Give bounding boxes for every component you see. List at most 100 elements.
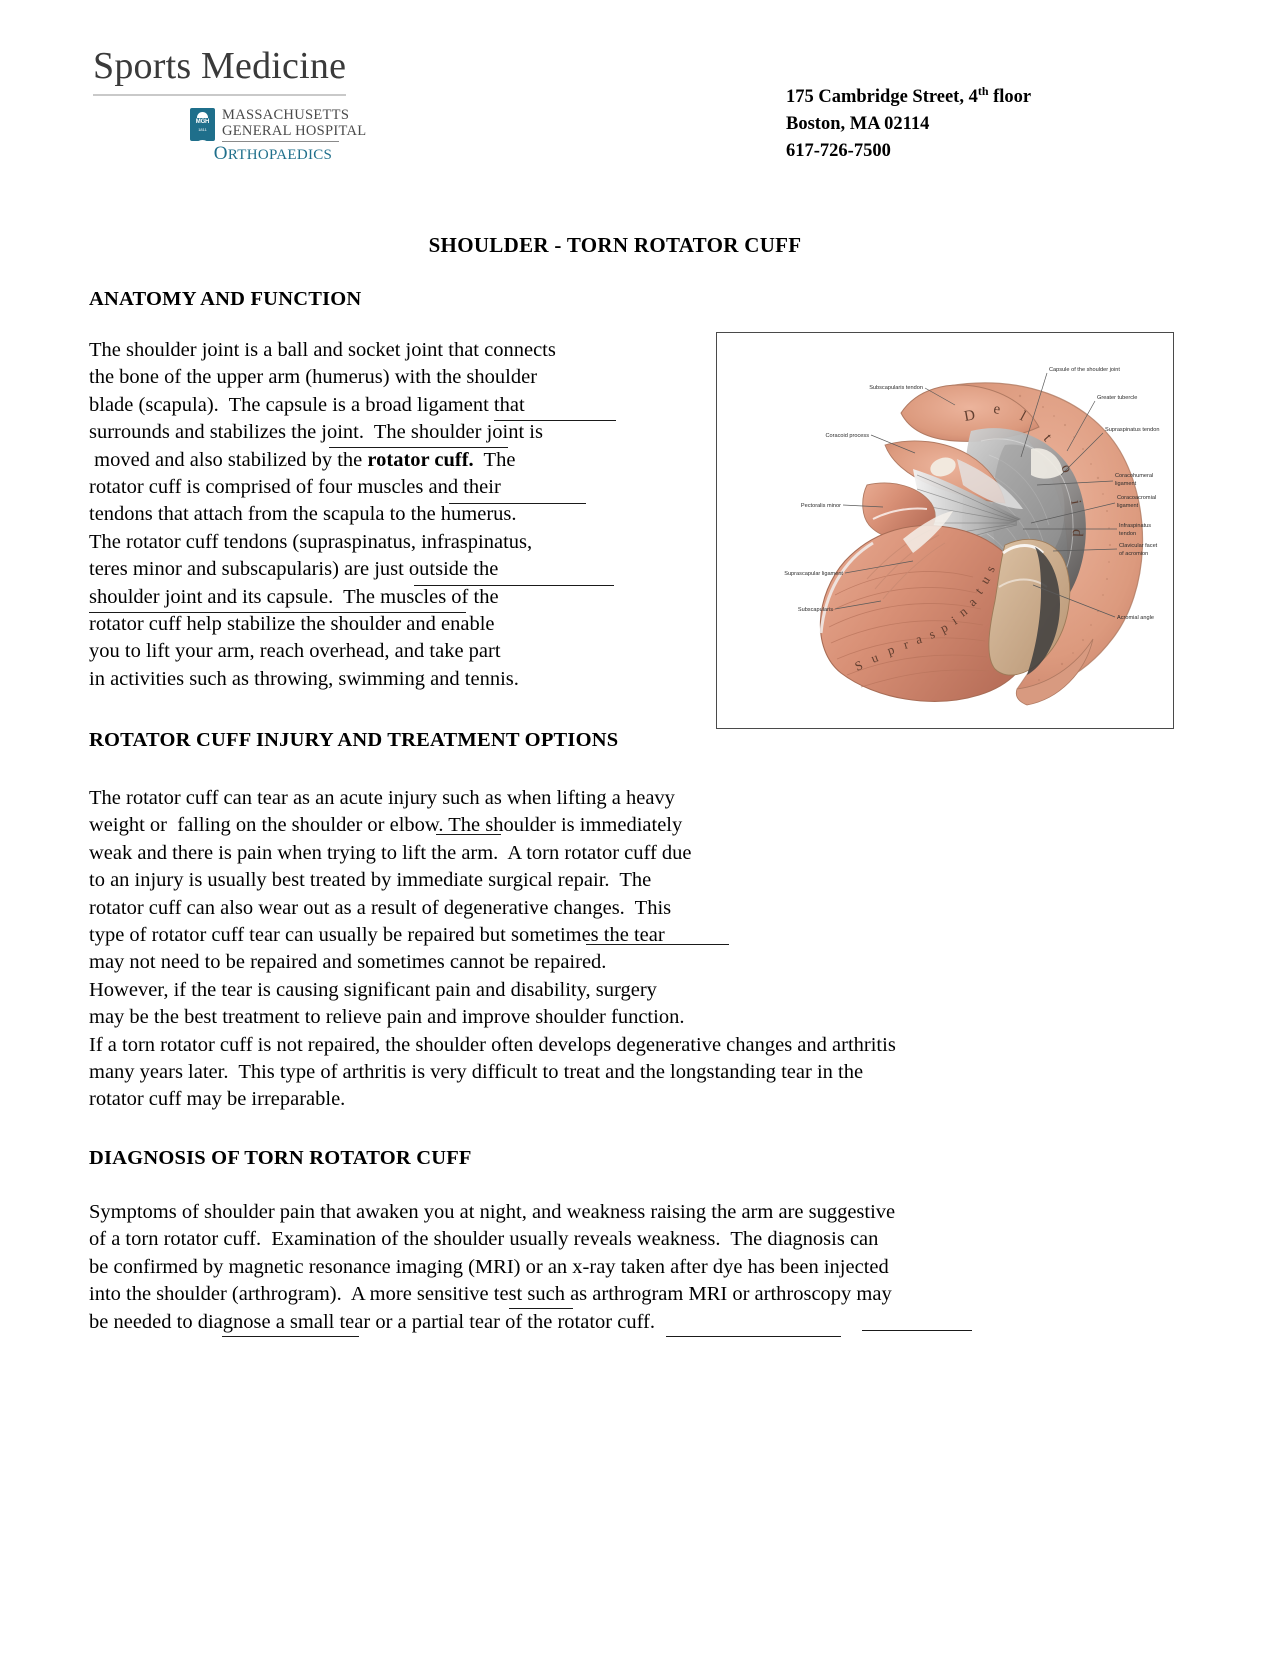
page-title: SHOULDER - TORN ROTATOR CUFF xyxy=(428,233,802,257)
paragraph-line: The shoulder joint is a ball and socket … xyxy=(89,339,556,361)
figure-label-coracoid-process: Coracoid process xyxy=(825,433,869,439)
figure-label-pectoralis-minor: Pectoralis minor xyxy=(801,503,841,509)
paragraph-line: rotator cuff help stabilize the shoulder… xyxy=(89,613,495,636)
paragraph-line: If a torn rotator cuff is not repaired, … xyxy=(89,1033,896,1056)
annotation-line-anatomy-5 xyxy=(89,612,466,614)
address-floor: floor xyxy=(988,87,1032,108)
mgh-logo: MGH 1811 MASSACHUSETTS GENERAL HOSPITAL xyxy=(93,107,366,142)
brand-title: Sports Medicine xyxy=(93,45,347,87)
paragraph-line: may be the best treatment to relieve pai… xyxy=(89,1006,685,1029)
address-line-1: 175 Cambridge Street, 4th floor xyxy=(786,78,1031,111)
paragraph-line: tendons that attach from the scapula to … xyxy=(89,503,517,526)
figure-muscle-supra-p: p xyxy=(885,642,896,658)
shoulder-anatomy-illustration: Subscapularis tendon Coracoid process Pe… xyxy=(717,333,1170,725)
figure-muscle-supra-u: u xyxy=(869,649,881,665)
annotation-line-anatomy-3 xyxy=(449,503,586,505)
paragraph-line: teres minor and subscapularis) are just … xyxy=(89,558,499,581)
section-heading-anatomy: ANATOMY AND FUNCTION xyxy=(89,288,362,310)
paragraph-injury: The rotator cuff can tear as an acute in… xyxy=(89,785,1049,1114)
paragraph-line: The rotator cuff tendons (supraspinatus,… xyxy=(89,530,533,553)
paragraph-line: be needed to diagnose a small tear or a … xyxy=(89,1310,655,1333)
address-line-2: Boston, MA 02114 xyxy=(786,114,930,135)
address-ordinal: th xyxy=(977,84,989,98)
paragraph-line: The rotator cuff can tear as an acute in… xyxy=(89,787,675,809)
paragraph-line: of a torn rotator cuff. Examination of t… xyxy=(89,1228,879,1251)
mgh-shield-icon: MGH 1811 xyxy=(190,108,215,141)
figure-label-coracohumeral-2: ligament xyxy=(1115,481,1137,487)
figure-muscle-deltoid-e: e xyxy=(992,401,1001,418)
figure-label-suprascapular-ligament: Suprascapular ligament xyxy=(784,571,843,577)
figure-label-clavicular-1: Clavicular facet xyxy=(1119,543,1158,549)
paragraph-line: However, if the tear is causing signific… xyxy=(89,978,657,1001)
figure-label-capsule: Capsule of the shoulder joint xyxy=(1049,367,1120,373)
figure-label-coracohumeral-1: Coracohumeral xyxy=(1115,473,1153,479)
shield-dome-icon xyxy=(197,112,208,118)
figure-label-greater-tubercle: Greater tubercle xyxy=(1097,395,1137,401)
mgh-wordmark: MASSACHUSETTS GENERAL HOSPITAL xyxy=(222,107,366,142)
figure-muscle-deltoid-i: i xyxy=(1067,499,1083,506)
address-phone: 617-726-7500 xyxy=(786,141,891,162)
paragraph-line: weak and there is pain when trying to li… xyxy=(89,841,692,864)
paragraph-line: in activities such as throwing, swimming… xyxy=(89,667,519,690)
hospital-line-1: MASSACHUSETTS xyxy=(222,107,350,123)
department-rest: RTHOPAEDICS xyxy=(227,147,333,163)
figure-label-infraspinatus-2: tendon xyxy=(1119,531,1136,537)
address-street: 175 Cambridge Street, 4 xyxy=(786,87,978,108)
figure-label-coracoacromial-2: ligament xyxy=(1117,503,1139,509)
annotation-line-anatomy-4 xyxy=(414,585,614,587)
figure-label-clavicular-2: of acromion xyxy=(1119,551,1148,557)
paragraph-line: to an injury is usually best treated by … xyxy=(89,869,652,892)
annotation-line-anatomy-2 xyxy=(329,447,508,449)
figure-muscle-supra-s: s xyxy=(927,626,937,642)
figure-label-infraspinatus-1: Infraspinatus xyxy=(1119,523,1151,529)
brand-block: Sports Medicine MGH 1811 MASSACHUSETTS G… xyxy=(93,44,366,164)
figure-muscle-deltoid-l: l xyxy=(1017,408,1028,424)
paragraph-line: moved and also stabilized by the rotator… xyxy=(89,448,516,471)
paragraph-line: blade (scapula). The capsule is a broad … xyxy=(89,393,525,416)
annotation-line-injury-1 xyxy=(436,834,501,836)
paragraph-line: the bone of the upper arm (humerus) with… xyxy=(89,366,538,389)
paragraph-line: weight or falling on the shoulder or elb… xyxy=(89,814,683,837)
paragraph-line: Symptoms of shoulder pain that awaken yo… xyxy=(89,1201,896,1223)
section-heading-diagnosis: DIAGNOSIS OF TORN ROTATOR CUFF xyxy=(89,1147,472,1169)
paragraph-line: into the shoulder (arthrogram). A more s… xyxy=(89,1283,892,1306)
figure-muscle-supra-a: a xyxy=(914,631,923,647)
paragraph-line: you to lift your arm, reach overhead, an… xyxy=(89,640,501,663)
brand-divider xyxy=(93,94,346,96)
paragraph-line: many years later. This type of arthritis… xyxy=(89,1061,864,1084)
shield-text: MGH xyxy=(195,119,210,125)
annotation-line-diagnosis-3 xyxy=(666,1336,841,1338)
paragraph-anatomy: The shoulder joint is a ball and socket … xyxy=(89,337,649,693)
paragraph-diagnosis: Symptoms of shoulder pain that awaken yo… xyxy=(89,1199,1049,1336)
paragraph-line: type of rotator cuff tear can usually be… xyxy=(89,924,665,947)
figure-label-coracoacromial-1: Coracoacromial xyxy=(1117,495,1156,501)
address-block: 175 Cambridge Street, 4th floor Boston, … xyxy=(786,78,1031,165)
paragraph-line: rotator cuff can also wear out as a resu… xyxy=(89,896,672,919)
letterhead: Sports Medicine MGH 1811 MASSACHUSETTS G… xyxy=(0,44,1280,184)
annotation-line-anatomy-1 xyxy=(494,420,616,422)
department-initial: O xyxy=(213,143,228,164)
figure-muscle-deltoid-d: d xyxy=(1069,529,1085,538)
paragraph-line: rotator cuff may be irreparable. xyxy=(89,1088,346,1111)
hospital-line-2: GENERAL HOSPITAL xyxy=(222,123,367,139)
annotation-line-diagnosis-4 xyxy=(862,1330,972,1332)
paragraph-line: shoulder joint and its capsule. The musc… xyxy=(89,585,499,608)
figure-muscle-deltoid-D: D xyxy=(963,407,977,425)
department-name: ORTHOPAEDICS xyxy=(93,143,353,164)
paragraph-line: may not need to be repaired and sometime… xyxy=(89,951,607,974)
figure-muscle-supra-i: i xyxy=(949,613,960,628)
shield-year: 1811 xyxy=(198,127,207,132)
figure-label-acromial-angle: Acromial angle xyxy=(1117,615,1154,621)
mgh-underline xyxy=(222,141,339,142)
figure-label-subscapularis-tendon: Subscapularis tendon xyxy=(869,385,923,391)
paragraph-line: rotator cuff is comprised of four muscle… xyxy=(89,476,501,499)
figure-label-subscapularis: Subscapularis xyxy=(798,607,833,613)
annotation-line-injury-2 xyxy=(586,944,729,946)
figure-label-supraspinatus-tendon: Supraspinatus tendon xyxy=(1105,427,1159,433)
annotation-line-diagnosis-1 xyxy=(509,1308,573,1310)
paragraph-line: surrounds and stabilizes the joint. The … xyxy=(89,421,543,444)
figure-muscle-supra-r: r xyxy=(902,636,911,652)
emphasis-rotator-cuff: rotator cuff. xyxy=(367,448,474,471)
figure-muscle-supra-s2: s xyxy=(982,563,998,574)
section-heading-injury: ROTATOR CUFF INJURY AND TREATMENT OPTION… xyxy=(89,729,619,751)
